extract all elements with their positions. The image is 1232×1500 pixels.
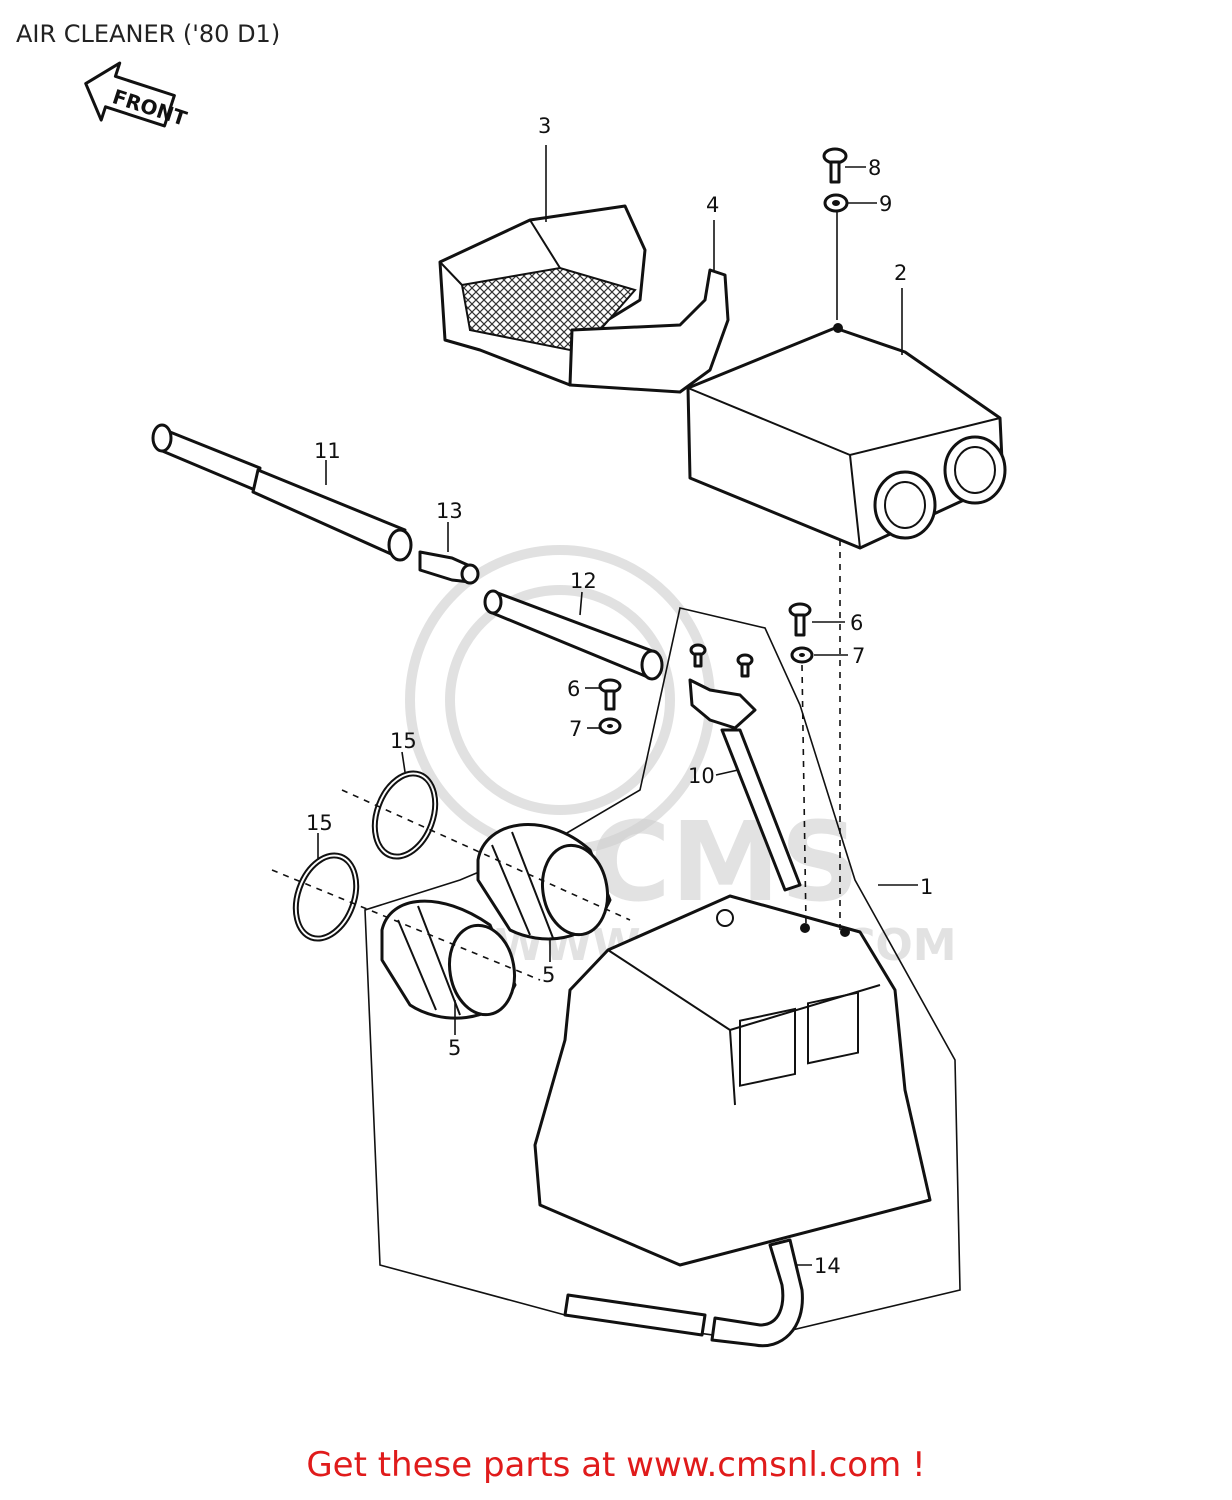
callout-3: 3 xyxy=(538,114,551,138)
breather-pipe-10 xyxy=(688,678,802,892)
intake-boot-5-lower xyxy=(380,899,517,1020)
callout-6-left: 6 xyxy=(567,677,580,701)
drain-hose-14 xyxy=(563,1238,804,1348)
front-arrow-icon: FRONT xyxy=(84,61,190,131)
callout-5-lower: 5 xyxy=(448,1036,461,1060)
small-screws xyxy=(689,643,754,678)
callout-12: 12 xyxy=(570,569,597,593)
bracket xyxy=(568,268,730,394)
callout-4: 4 xyxy=(706,193,719,217)
drain-hose-11 xyxy=(151,423,413,562)
air-cleaner-lid xyxy=(686,323,1007,550)
clamp-15-lower xyxy=(292,852,360,942)
air-cleaner-case xyxy=(533,894,932,1267)
page-title: AIR CLEANER ('80 D1) xyxy=(16,20,281,48)
callout-14: 14 xyxy=(814,1254,841,1278)
washer-7-right xyxy=(790,646,814,664)
callout-8: 8 xyxy=(868,156,881,180)
hose-12 xyxy=(483,589,664,681)
callout-5-upper: 5 xyxy=(542,963,555,987)
callout-7-right: 7 xyxy=(852,644,865,668)
callout-15-upper: 15 xyxy=(390,729,417,753)
bolt-6-left xyxy=(598,678,622,711)
callout-7-left: 7 xyxy=(569,717,582,741)
callout-11: 11 xyxy=(314,439,341,463)
washer-9 xyxy=(823,193,849,213)
callout-2: 2 xyxy=(894,261,907,285)
fitting-13 xyxy=(418,550,480,585)
callout-1: 1 xyxy=(920,875,933,899)
clamp-15-upper xyxy=(371,770,439,860)
footer-parts-link[interactable]: Get these parts at www.cmsnl.com ! xyxy=(306,1445,926,1485)
callout-15-lower: 15 xyxy=(306,811,333,835)
callout-13: 13 xyxy=(436,499,463,523)
callout-10: 10 xyxy=(688,764,715,788)
callout-6-right: 6 xyxy=(850,611,863,635)
screw-8 xyxy=(822,147,848,184)
callout-9: 9 xyxy=(879,192,892,216)
washer-7-left xyxy=(598,717,622,735)
bolt-6-right xyxy=(788,602,812,637)
